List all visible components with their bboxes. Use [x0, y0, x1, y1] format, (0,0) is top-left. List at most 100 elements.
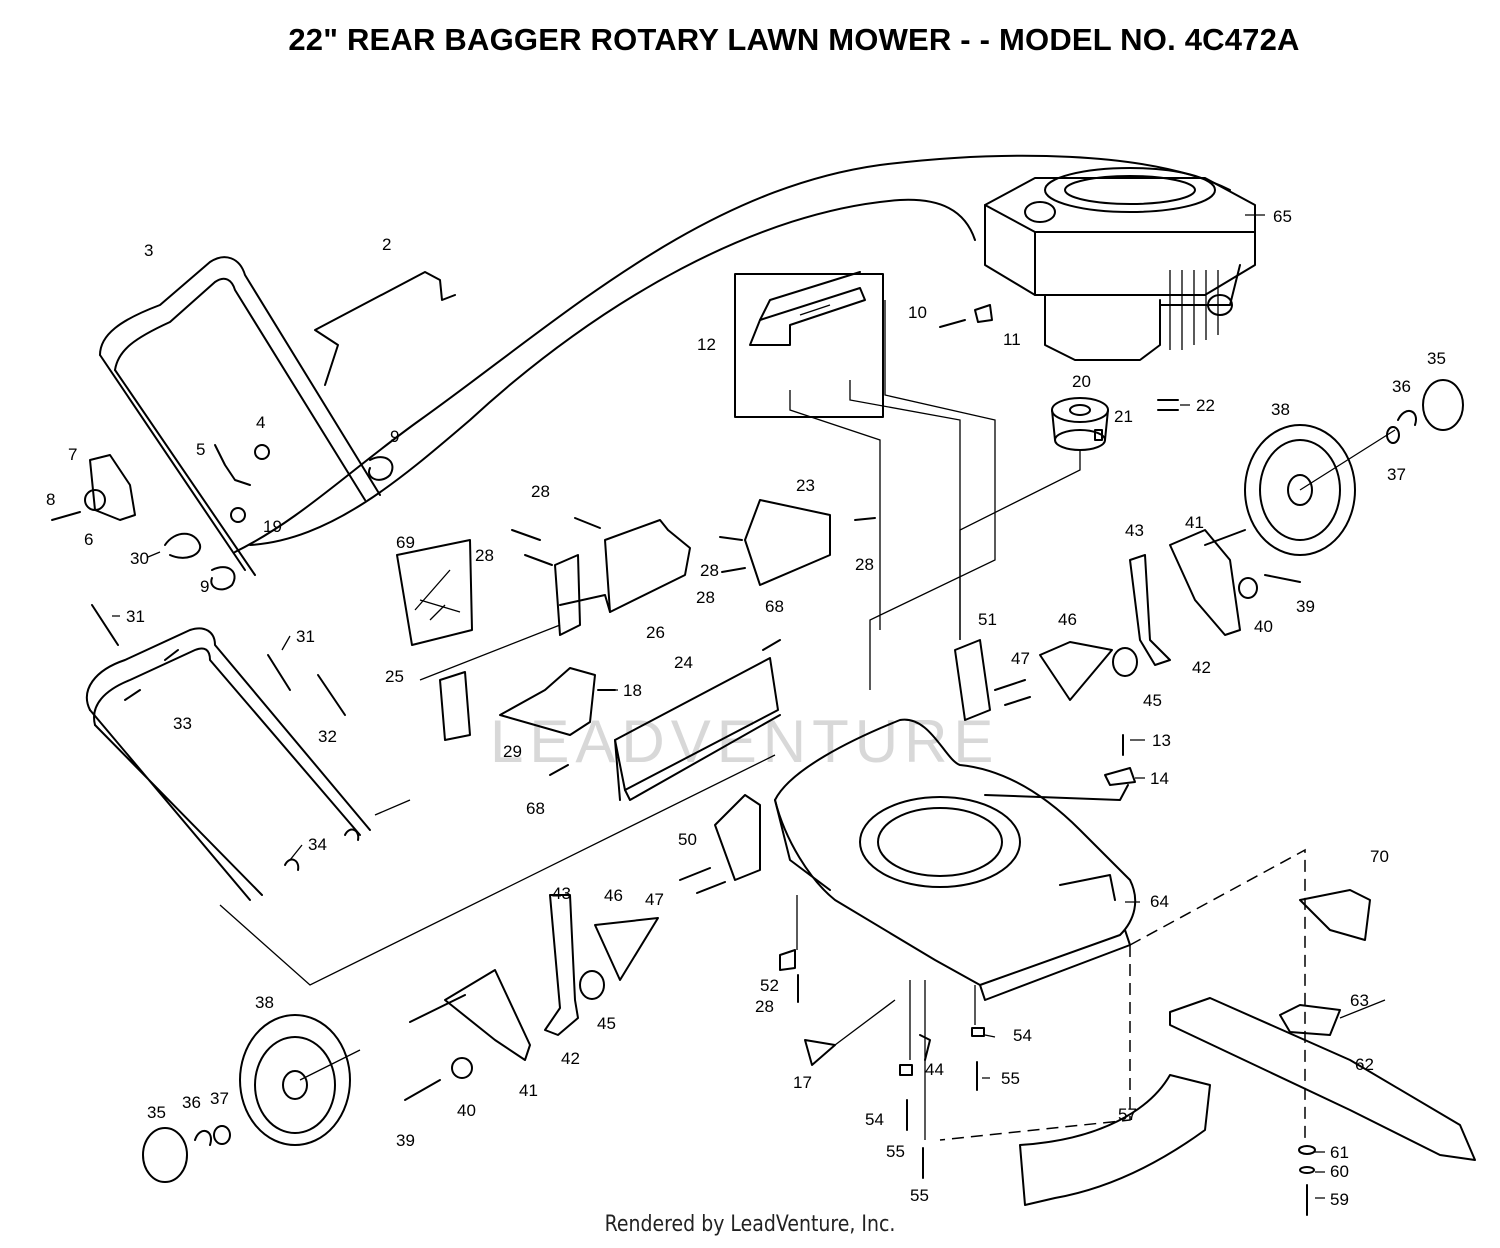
callout-68-lower: 68	[526, 799, 545, 818]
callout-55-c: 55	[1001, 1069, 1020, 1088]
leader-handle-deck	[219, 754, 776, 986]
callout-44: 44	[925, 1060, 944, 1079]
callout-28-e: 28	[755, 997, 774, 1016]
screw-47-lower	[679, 867, 726, 894]
callout-45-lower: 45	[597, 1014, 616, 1033]
callout-13: 13	[1152, 731, 1171, 750]
blade-adapter-63	[1279, 1004, 1341, 1036]
bracket-23	[744, 499, 831, 586]
callout-51: 51	[978, 610, 997, 629]
callout-42-upper: 42	[1192, 658, 1211, 677]
callout-24: 24	[674, 653, 693, 672]
callout-69: 69	[396, 533, 415, 552]
mower-deck	[774, 718, 1137, 1001]
rear-door	[396, 539, 473, 646]
clip-34	[284, 828, 360, 871]
rear-deflector-24	[614, 657, 781, 801]
bolt-39-lower	[404, 1079, 441, 1101]
callout-18: 18	[623, 681, 642, 700]
callout-28-b: 28	[475, 546, 494, 565]
callout-47-lower: 47	[645, 890, 664, 909]
knob-33	[124, 649, 179, 701]
bracket-11	[974, 304, 993, 323]
callout-41-lower: 41	[519, 1081, 538, 1100]
callout-8: 8	[46, 490, 55, 509]
leader-26	[419, 624, 561, 681]
callout-labels: 2 3 4 5 6 7 8 9 9 10 11 12 13 14 17 18 1…	[46, 207, 1446, 1209]
callout-35-lower: 35	[147, 1103, 166, 1122]
bag-frame-inset	[734, 271, 884, 418]
callout-23: 23	[796, 476, 815, 495]
clip-36-upper	[1397, 410, 1417, 426]
callout-62: 62	[1355, 1055, 1374, 1074]
nut-4	[254, 444, 270, 460]
callout-25: 25	[385, 667, 404, 686]
callout-39-lower: 39	[396, 1131, 415, 1150]
rear-wheel-upper	[1244, 424, 1356, 556]
callout-70: 70	[1370, 847, 1389, 866]
cap-35-lower	[142, 1127, 188, 1183]
callout-20: 20	[1072, 372, 1091, 391]
spring-5	[214, 444, 251, 486]
callout-14: 14	[1150, 769, 1169, 788]
bag-frame-bracket	[554, 519, 691, 636]
callout-12: 12	[697, 335, 716, 354]
callout-32: 32	[318, 727, 337, 746]
axle-41-lower	[409, 994, 466, 1023]
callout-37-upper: 37	[1387, 465, 1406, 484]
cap-35-upper	[1422, 379, 1464, 431]
callout-47-upper: 47	[1011, 649, 1030, 668]
clip-9-lower	[210, 566, 236, 591]
callout-28-d: 28	[855, 555, 874, 574]
pulley-adapter	[1051, 397, 1109, 451]
height-adjuster-bracket-51	[954, 639, 991, 721]
leader-12	[789, 300, 996, 690]
screw-10	[939, 319, 966, 328]
callout-28-a: 28	[531, 482, 550, 501]
callout-42-lower: 42	[561, 1049, 580, 1068]
callout-26: 26	[646, 623, 665, 642]
lever-43-lower	[544, 894, 579, 1036]
nut-19	[230, 507, 246, 523]
callout-45-upper: 45	[1143, 691, 1162, 710]
axle-bracket-41-lower	[444, 969, 531, 1061]
callout-55-b: 55	[910, 1186, 929, 1205]
diagram-title: 22" REAR BAGGER ROTARY LAWN MOWER - - MO…	[288, 22, 1300, 57]
callout-35-upper: 35	[1427, 349, 1446, 368]
callout-59: 59	[1330, 1190, 1349, 1209]
callout-31-left: 31	[126, 607, 145, 626]
adjuster-plate-46-upper	[1039, 641, 1113, 701]
nut-52	[779, 949, 796, 971]
baffle-57	[1019, 1074, 1211, 1206]
callout-30: 30	[130, 549, 149, 568]
bolt-8	[51, 511, 81, 521]
screw-68-lower	[549, 764, 569, 776]
callout-28-c: 28	[696, 588, 715, 607]
screw-28-f	[854, 517, 876, 521]
washer-40-upper	[1238, 577, 1258, 599]
screw-47-upper	[994, 679, 1031, 706]
blade-adapter-70	[1299, 889, 1371, 941]
clip-17	[804, 1039, 836, 1066]
washer-40-lower	[451, 1057, 473, 1079]
leader-17	[834, 999, 896, 1046]
leader-14	[984, 784, 1129, 801]
clip-30	[164, 532, 202, 559]
callout-34: 34	[308, 835, 327, 854]
callout-11: 11	[1003, 330, 1021, 349]
callout-64: 64	[1150, 892, 1169, 911]
height-adjuster-bracket-50	[714, 794, 761, 881]
callout-37-lower: 37	[210, 1089, 229, 1108]
adjuster-plate-46-lower	[594, 917, 659, 981]
callout-39-upper: 39	[1296, 597, 1315, 616]
deflector-29	[499, 667, 596, 736]
leader-axle-lower	[299, 1049, 361, 1081]
callout-36-upper: 36	[1392, 377, 1411, 396]
callout-52: 52	[760, 976, 779, 995]
callout-9-lower: 9	[200, 577, 209, 596]
leader-axle-upper	[1299, 429, 1396, 491]
throttle-cable-lower	[249, 198, 976, 546]
footer-credit: Rendered by LeadVenture, Inc.	[604, 1212, 896, 1237]
callout-22: 22	[1196, 396, 1215, 415]
